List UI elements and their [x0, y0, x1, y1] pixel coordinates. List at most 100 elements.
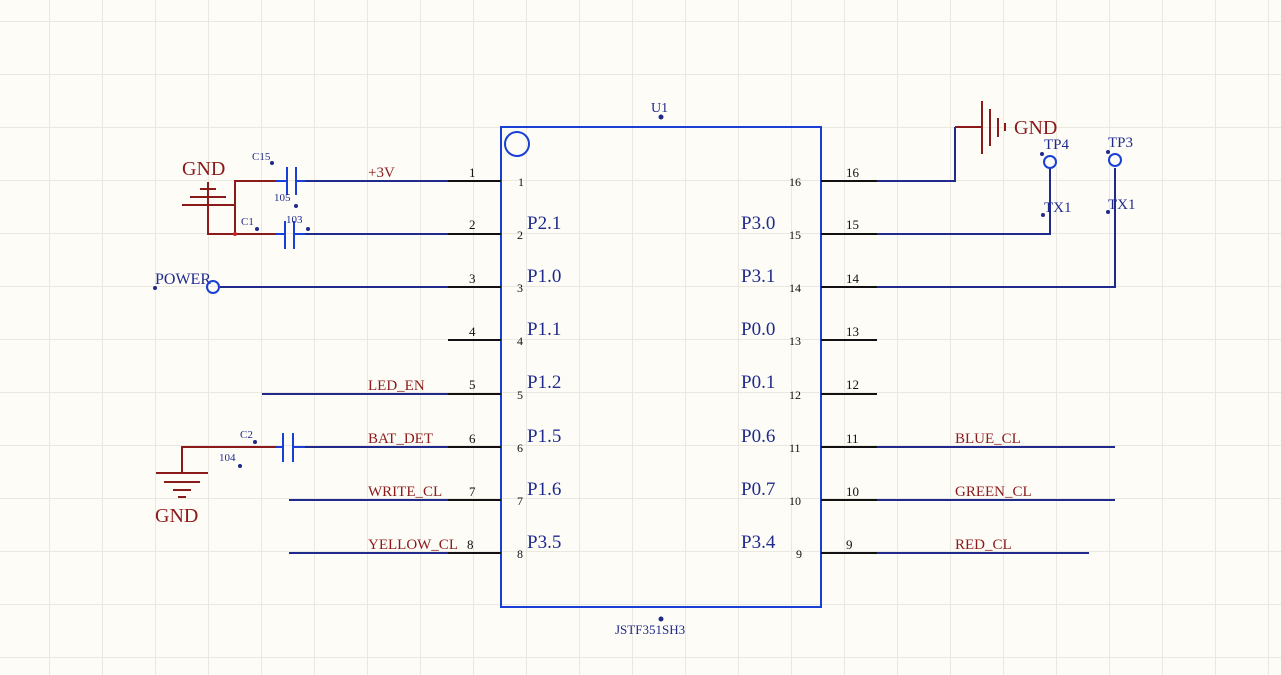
- pin-2-name: P2.1: [527, 213, 561, 234]
- c2-value: 104: [219, 452, 236, 464]
- c1-value-anchor: [306, 227, 310, 231]
- tp3-ref-anchor: [1106, 150, 1110, 154]
- capacitor-c1[interactable]: [276, 221, 305, 249]
- wire-gnd-c15[interactable]: [234, 180, 276, 235]
- pin-16-number: 16: [846, 165, 860, 180]
- ic-designator: U1: [651, 101, 668, 116]
- junction-c1: [233, 232, 237, 236]
- pin-9-inner-number: 9: [796, 547, 802, 561]
- pin-11-inner-number: 11: [789, 441, 801, 455]
- pin-14-inner-number: 14: [789, 281, 801, 295]
- pin-3-name: P1.0: [527, 266, 561, 287]
- c15-ref: C15: [252, 151, 271, 163]
- pin-5-number: 5: [469, 377, 476, 392]
- pin-15-number: 15: [846, 217, 859, 232]
- power-port-terminal[interactable]: [206, 280, 220, 294]
- tp4-net-anchor: [1041, 213, 1045, 217]
- pin-15-name: P3.0: [741, 213, 775, 234]
- gnd-symbol-top-right[interactable]: [955, 101, 1006, 154]
- c1-ref-anchor: [255, 227, 259, 231]
- net-label-red-cl: RED_CL: [955, 537, 1012, 553]
- wire-pin15-tp4[interactable]: [877, 168, 1051, 235]
- c2-value-anchor: [238, 464, 242, 468]
- c2-ref-anchor: [253, 440, 257, 444]
- gnd-label-top-left: GND: [182, 158, 225, 180]
- pin1-marker: [504, 131, 530, 157]
- gnd-label-bottom-left: GND: [155, 505, 198, 527]
- wire-gnd-bus[interactable]: [207, 205, 235, 235]
- net-label-green-cl: GREEN_CL: [955, 484, 1032, 500]
- gnd-label-top-right: GND: [1014, 117, 1057, 139]
- pin-2-inner-number: 2: [517, 228, 523, 242]
- right-pins: 16 16 15 15 P3.0 14 14 P3.1 13 13 P0.0 1…: [741, 165, 877, 561]
- pin-11-name: P0.6: [741, 426, 775, 447]
- gnd-symbol-top-left[interactable]: [182, 182, 234, 206]
- pin-1-inner-number: 1: [518, 175, 524, 189]
- net-label-write-cl: WRITE_CL: [368, 484, 442, 500]
- pin-5-name: P1.2: [527, 372, 561, 393]
- pin-1-number: 1: [469, 165, 476, 180]
- pin-12-name: P0.1: [741, 372, 775, 393]
- pin-10-number: 10: [846, 484, 859, 499]
- net-label-led-en: LED_EN: [368, 378, 425, 394]
- c1-ref: C1: [241, 216, 254, 228]
- pin-7-number: 7: [469, 484, 476, 499]
- pin-13-inner-number: 13: [789, 334, 801, 348]
- net-label-blue-cl: BLUE_CL: [955, 431, 1021, 447]
- pin-6-number: 6: [469, 431, 476, 446]
- pin-11-number: 11: [846, 431, 859, 446]
- pin-3-number: 3: [469, 271, 476, 286]
- tp3-net-anchor: [1106, 210, 1110, 214]
- net-label-bat-det: BAT_DET: [368, 431, 433, 447]
- pin-4-number: 4: [469, 324, 476, 339]
- pin-9-name: P3.4: [741, 532, 776, 553]
- pin-3-inner-number: 3: [517, 281, 523, 295]
- tp4-terminal[interactable]: [1043, 155, 1057, 169]
- pin-5-inner-number: 5: [517, 388, 523, 402]
- pin-13-number: 13: [846, 324, 859, 339]
- tp3-ref: TP3: [1108, 135, 1133, 151]
- wire-pin14-tp3[interactable]: [877, 168, 1116, 288]
- pin-15-inner-number: 15: [789, 228, 801, 242]
- pin-4-name: P1.1: [527, 319, 561, 340]
- tp4-ref-anchor: [1040, 152, 1044, 156]
- pin-12-number: 12: [846, 377, 859, 392]
- pin-6-name: P1.5: [527, 426, 561, 447]
- power-port-anchor: [153, 286, 157, 290]
- pin-13-name: P0.0: [741, 319, 775, 340]
- net-label-3v: +3V: [368, 165, 395, 181]
- pin-8-inner-number: 8: [517, 547, 523, 561]
- pin-8-number: 8: [467, 537, 474, 552]
- pin-14-number: 14: [846, 271, 860, 286]
- pin-12-inner-number: 12: [789, 388, 801, 402]
- pin-10-inner-number: 10: [789, 494, 801, 508]
- pin-2-number: 2: [469, 217, 476, 232]
- power-port-label: POWER: [155, 271, 211, 288]
- capacitor-c2[interactable]: [276, 433, 305, 462]
- c2-ref: C2: [240, 429, 253, 441]
- wire-pin16-gnd[interactable]: [877, 127, 956, 182]
- tp3-terminal[interactable]: [1108, 153, 1122, 167]
- net-label-yellow-cl: YELLOW_CL: [368, 537, 458, 553]
- ic-part-anchor: [658, 616, 664, 622]
- pin-7-inner-number: 7: [517, 494, 523, 508]
- gnd-symbol-bottom-left[interactable]: [156, 472, 208, 498]
- tp4-net: TX1: [1044, 200, 1072, 216]
- c15-value-anchor: [294, 204, 298, 208]
- c15-value: 105: [274, 192, 291, 204]
- pin-7-name: P1.6: [527, 479, 561, 500]
- left-pins: 1 1 2 2 P2.1 3 3 P1.0 4 4 P1.1 5 5 P1.2 …: [448, 165, 561, 561]
- wire-gnd-c2[interactable]: [181, 446, 276, 473]
- c15-ref-anchor: [270, 161, 274, 165]
- pin-16-inner-number: 16: [789, 175, 801, 189]
- pin-8-name: P3.5: [527, 532, 561, 553]
- pin-6-inner-number: 6: [517, 441, 523, 455]
- pin-14-name: P3.1: [741, 266, 775, 287]
- pin-10-name: P0.7: [741, 479, 775, 500]
- pin-4-inner-number: 4: [517, 334, 523, 348]
- capacitor-c15[interactable]: [276, 167, 305, 195]
- ic-part-number: JSTF351SH3: [615, 622, 685, 637]
- ic-designator-anchor: [658, 114, 664, 120]
- ic-body[interactable]: [500, 126, 822, 608]
